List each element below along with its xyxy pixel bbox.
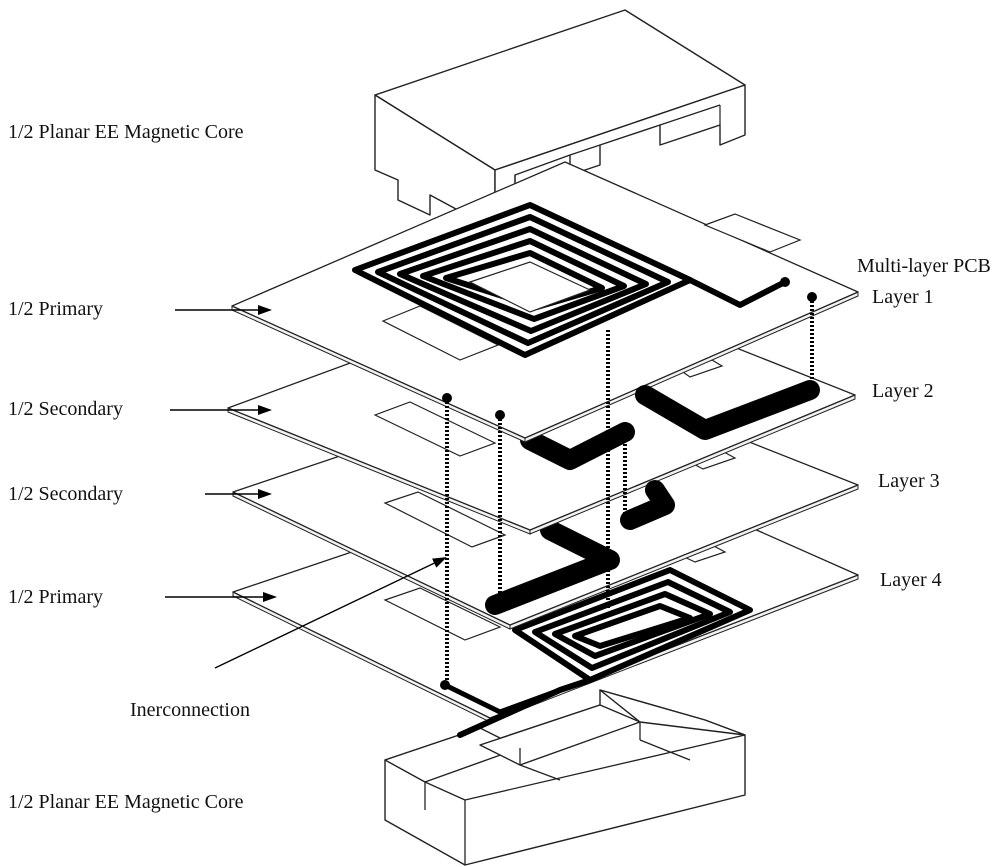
label-layer-4: Layer 4	[880, 569, 942, 591]
label-primary-top: 1/2 Primary	[8, 298, 103, 320]
layer-1-primary-spiral	[352, 202, 788, 358]
label-bottom-core: 1/2 Planar EE Magnetic Core	[8, 791, 244, 813]
bottom-magnetic-core	[384, 689, 746, 866]
layer-1-plate	[231, 161, 859, 443]
label-layer-2: Layer 2	[872, 380, 934, 402]
label-primary-bottom: 1/2 Primary	[8, 586, 103, 608]
leader-arrows	[165, 305, 447, 669]
label-secondary-1: 1/2 Secondary	[8, 398, 123, 420]
layer-4-primary-spiral	[457, 567, 753, 738]
label-secondary-2: 1/2 Secondary	[8, 483, 123, 505]
label-top-core: 1/2 Planar EE Magnetic Core	[8, 121, 244, 143]
via-interconnections	[442, 297, 814, 685]
label-layer-3: Layer 3	[878, 470, 940, 492]
label-interconnection: Inerconnection	[130, 699, 250, 721]
layer-2-secondary-traces	[520, 422, 675, 530]
label-layer-1: Layer 1	[872, 286, 934, 308]
label-multilayer-pcb: Multi-layer PCB	[857, 255, 991, 277]
